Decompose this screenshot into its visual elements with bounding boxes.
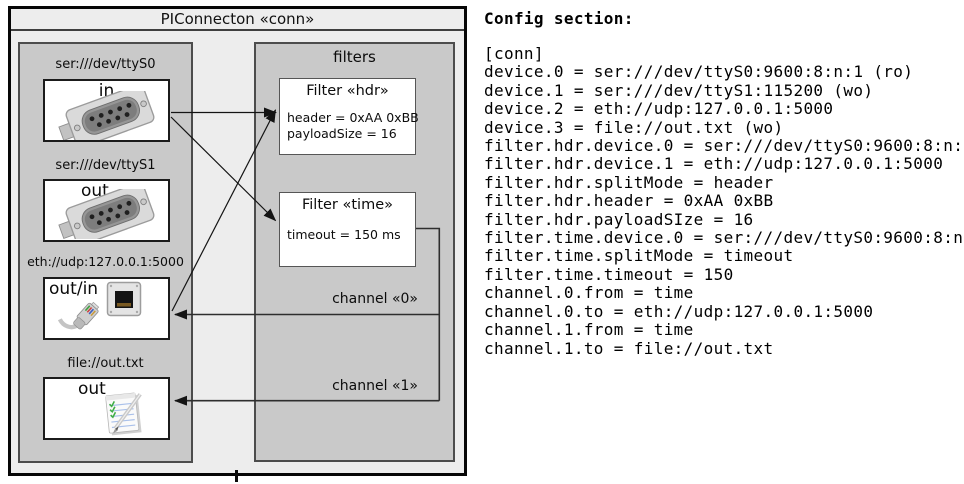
device-box-udp: out/in bbox=[43, 277, 170, 340]
config-line: channel.0.from = time bbox=[484, 283, 694, 303]
filter-title: Filter «hdr» bbox=[306, 83, 389, 99]
config-line: channel.1.to = file://out.txt bbox=[484, 338, 774, 358]
devices-panel: ser:///dev/ttyS0 in bbox=[18, 42, 193, 463]
config-line: filter.hdr.device.0 = ser:///dev/ttyS0:9… bbox=[484, 136, 964, 156]
config-line: channel.1.from = time bbox=[484, 320, 694, 340]
device-port-label: out/in bbox=[49, 279, 99, 299]
config-line: channel.0.to = eth://udp:127.0.0.1:5000 bbox=[484, 301, 874, 321]
diagram-title: PIConnecton «conn» bbox=[160, 10, 315, 28]
channel-0-label: channel «0» bbox=[332, 291, 418, 307]
device-uri-label-udp: eth://udp:127.0.0.1:5000 bbox=[27, 254, 184, 269]
config-line: filter.time.device.0 = ser:///dev/ttyS0:… bbox=[484, 228, 964, 248]
filter-attribute: timeout = 150 ms bbox=[287, 227, 401, 242]
piconnector-component: PIConnecton «conn» ser:///dev/ttyS0 in bbox=[8, 6, 467, 476]
notepad-icon bbox=[105, 392, 142, 436]
device-uri-label-ttys0: ser:///dev/ttyS0 bbox=[55, 57, 156, 72]
ethernet-plug-icon bbox=[57, 301, 100, 330]
config-line: device.3 = file://out.txt (wo) bbox=[484, 117, 784, 137]
config-line: device.0 = ser:///dev/ttyS0:9600:8:n:1 (… bbox=[484, 62, 914, 82]
device-uri-label-ttys1: ser:///dev/ttyS1 bbox=[55, 158, 156, 173]
filter-title: Filter «time» bbox=[301, 197, 394, 213]
ethernet-jack-icon bbox=[106, 281, 142, 317]
filters-panel: filters Filter «hdr» header = 0xAA 0xBB … bbox=[254, 42, 455, 462]
config-line: filter.time.splitMode = timeout bbox=[484, 246, 794, 266]
serial-connector-icon bbox=[58, 91, 155, 140]
config-line: [conn] bbox=[484, 44, 544, 63]
serial-connector-icon bbox=[58, 189, 155, 239]
device-box-ttys0: in bbox=[43, 79, 170, 142]
config-line: filter.hdr.splitMode = header bbox=[484, 172, 774, 192]
config-line: device.2 = eth://udp:127.0.0.1:5000 bbox=[484, 99, 834, 119]
device-port-label: out bbox=[78, 379, 106, 399]
title-separator bbox=[11, 29, 464, 31]
channel-1-label: channel «1» bbox=[332, 378, 418, 394]
config-line: filter.hdr.payloadSIze = 16 bbox=[484, 209, 754, 229]
config-line: device.1 = ser:///dev/ttyS1:115200 (wo) bbox=[484, 80, 874, 100]
filter-hdr-box: Filter «hdr» header = 0xAA 0xBB payloadS… bbox=[279, 78, 419, 155]
config-line: filter.hdr.device.1 = eth://udp:127.0.0.… bbox=[484, 154, 944, 174]
config-heading: Config section: bbox=[484, 9, 634, 28]
device-uri-label-file: file://out.txt bbox=[67, 356, 144, 371]
filter-time-box: Filter «time» timeout = 150 ms bbox=[279, 192, 416, 267]
filters-panel-title: filters bbox=[333, 48, 376, 66]
config-line: filter.hdr.header = 0xAA 0xBB bbox=[484, 191, 774, 211]
filter-attribute: header = 0xAA 0xBB bbox=[287, 110, 419, 125]
device-box-file: out bbox=[43, 377, 170, 440]
device-box-ttys1: out bbox=[43, 179, 170, 242]
config-lines: [conn] device.0 = ser:///dev/ttyS0:9600:… bbox=[484, 44, 964, 358]
config-section: Config section: [conn] device.0 = ser://… bbox=[484, 0, 964, 484]
config-line: filter.time.timeout = 150 bbox=[484, 264, 734, 284]
filter-attribute: payloadSize = 16 bbox=[287, 126, 397, 141]
